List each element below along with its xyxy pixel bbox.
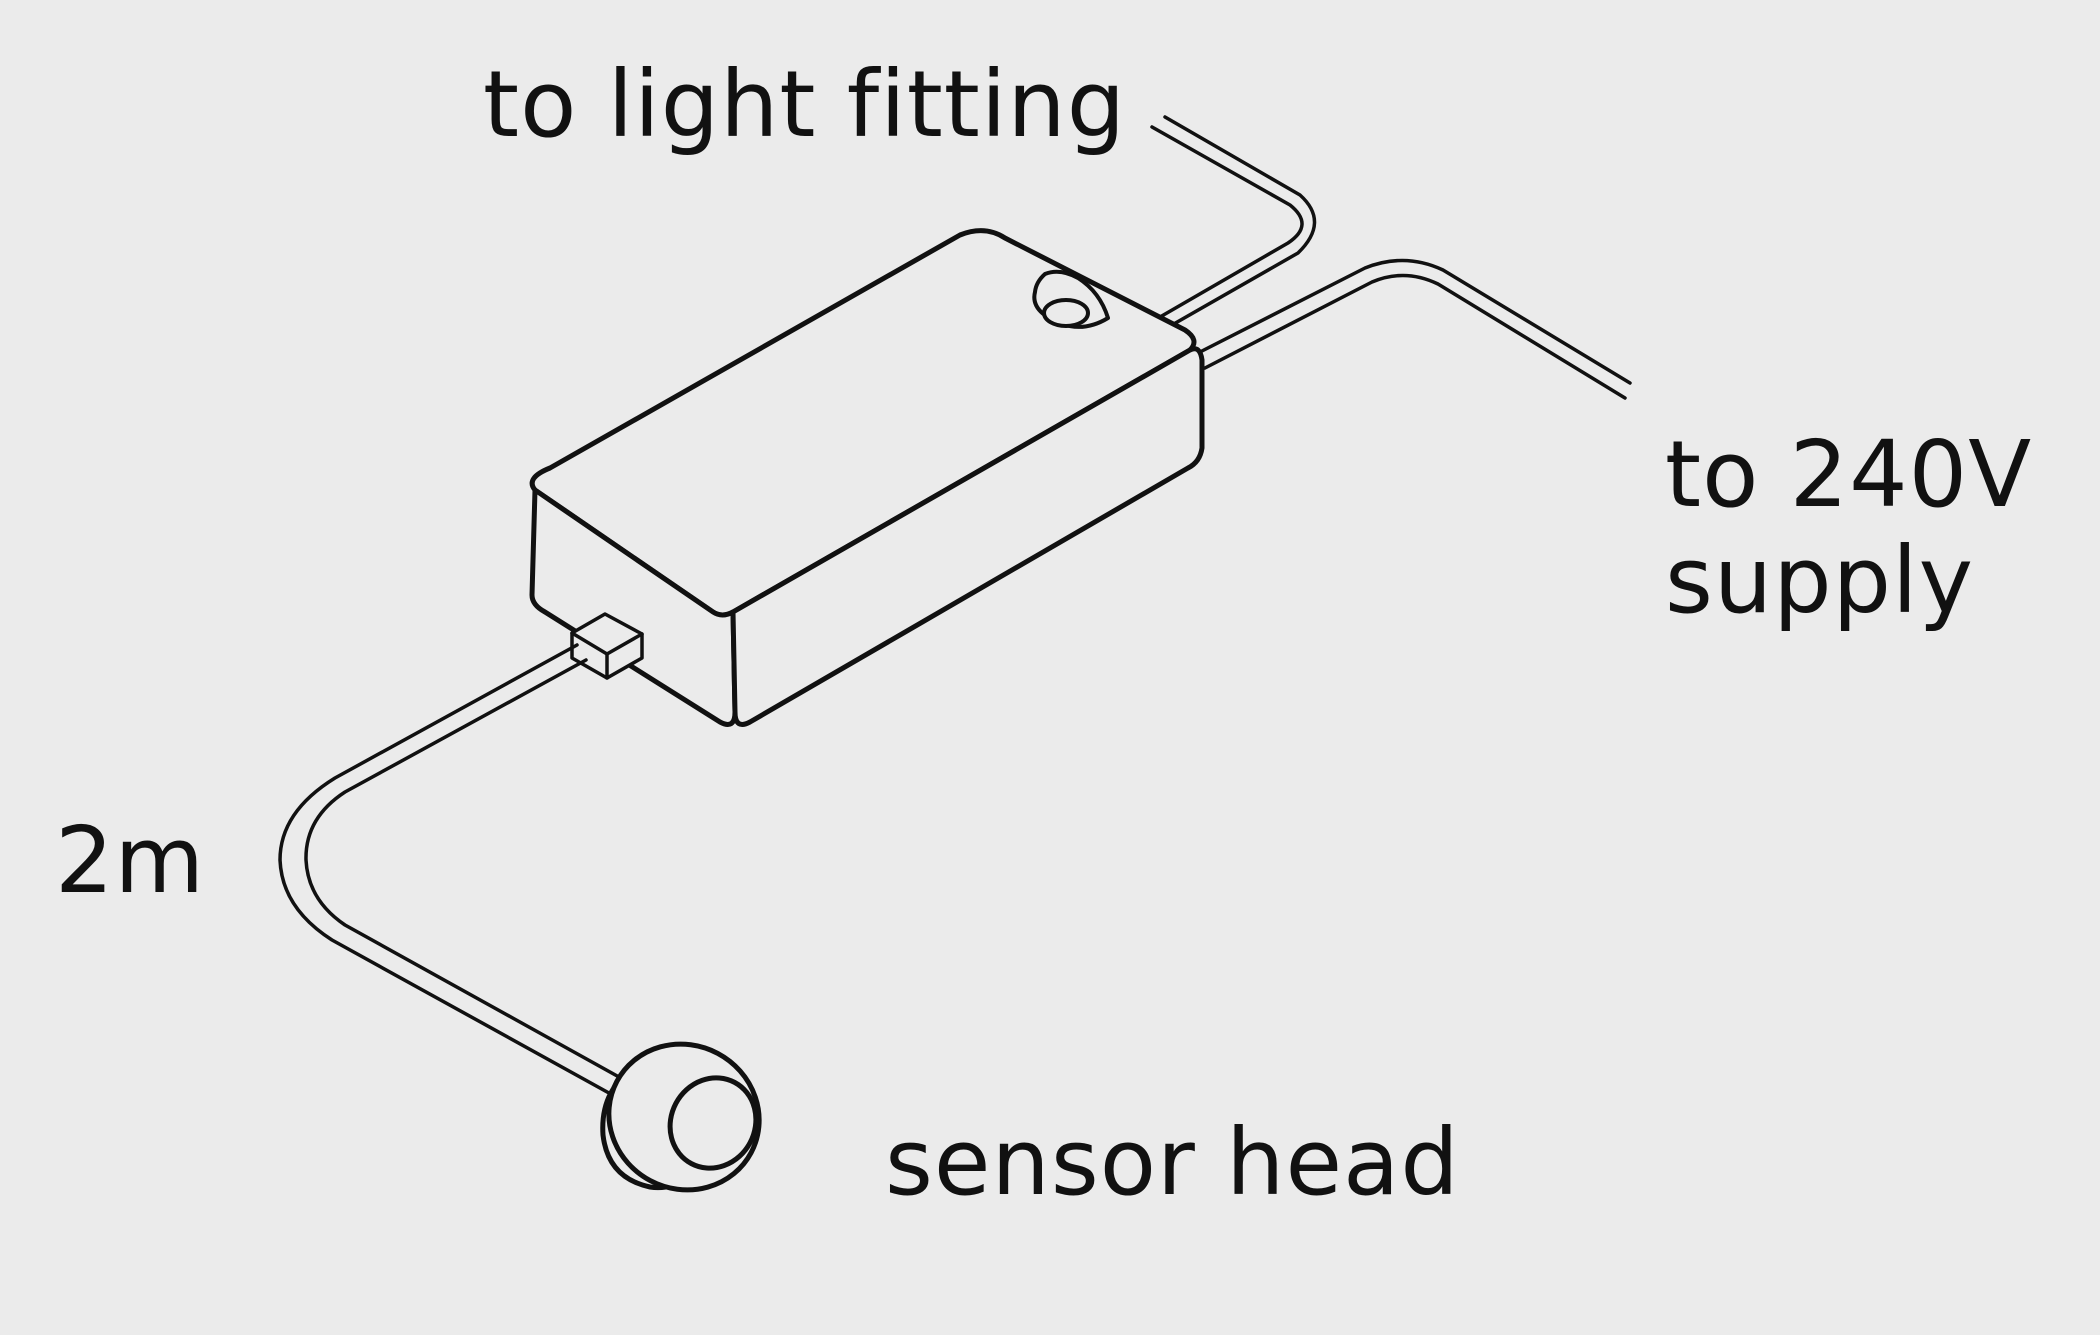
supply-label-line1: to 240V <box>1665 421 2033 528</box>
supply-label: to 240V supply <box>1665 422 2032 634</box>
sensor-head-label: sensor head <box>885 1109 1460 1216</box>
controller-box <box>529 228 1205 727</box>
mounting-notch <box>1032 269 1110 329</box>
cable-length-label: 2m <box>55 807 206 914</box>
supply-cable <box>1198 258 1632 400</box>
supply-label-line2: supply <box>1665 526 1975 634</box>
sensor-head <box>600 1041 762 1193</box>
light-fitting-cable <box>1150 115 1317 327</box>
plug-connector <box>570 612 644 680</box>
sensor-cable <box>278 643 630 1100</box>
box-side-face <box>730 346 1205 727</box>
light-fitting-label: to light fitting <box>483 51 1127 158</box>
box-front-face <box>529 487 738 727</box>
